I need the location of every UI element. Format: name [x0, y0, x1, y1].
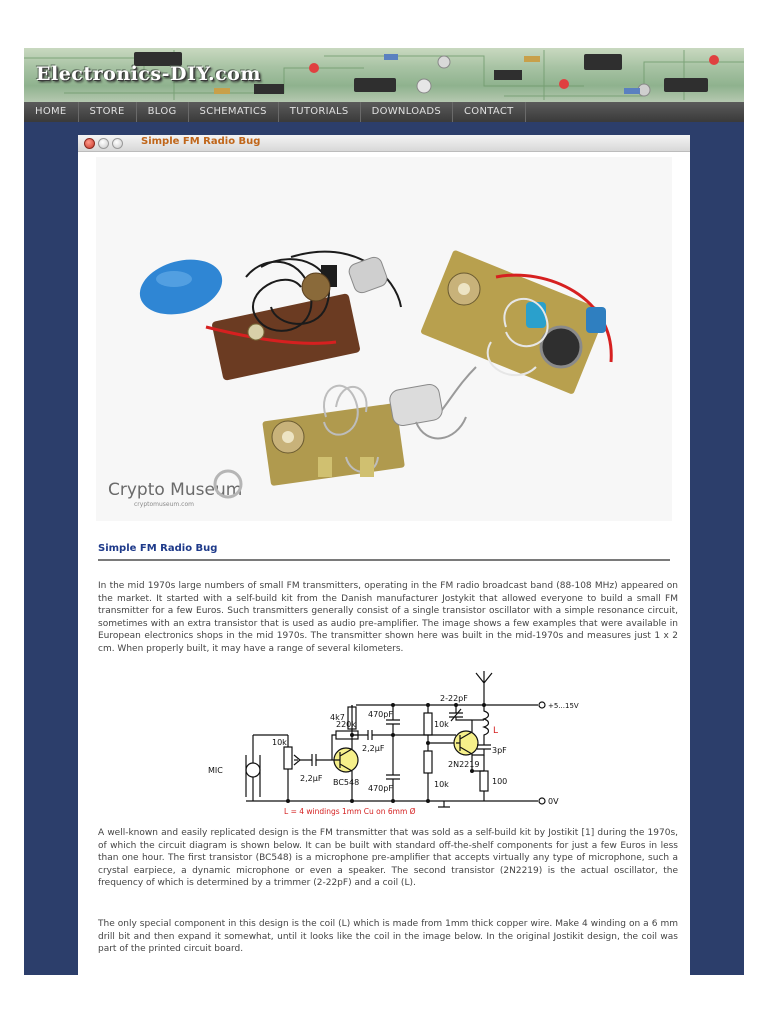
label-10k-bot: 10k	[434, 780, 449, 789]
label-vplus: +5...15V	[548, 702, 579, 710]
label-100: 100	[492, 777, 507, 786]
label-coil: L	[493, 726, 498, 736]
maximize-window-button[interactable]	[112, 138, 123, 149]
site-header: Electronics-DIY.com	[24, 48, 744, 102]
label-bc548: BC548	[333, 778, 359, 787]
page-frame: Electronics-DIY.com HOME STORE BLOG SCHE…	[24, 48, 744, 975]
label-2-2uf-mid: 2,2µF	[362, 744, 385, 753]
label-2-2uf-in: 2,2µF	[300, 774, 323, 783]
nav-store[interactable]: STORE	[79, 102, 137, 122]
pcb-banner-graphic	[24, 50, 744, 100]
heading-divider	[98, 559, 670, 561]
article-paragraph-3: The only special component in this desig…	[98, 919, 678, 955]
nav-contact[interactable]: CONTACT	[453, 102, 526, 122]
label-4k7: 4k7	[330, 713, 345, 722]
label-470pf-top: 470pF	[368, 710, 393, 719]
fm-transmitter-photo: Crypto Museum cryptomuseum.com	[96, 157, 672, 521]
site-logo[interactable]: Electronics-DIY.com	[36, 63, 261, 85]
article-heading: Simple FM Radio Bug	[98, 543, 218, 554]
watermark-logo-icon	[213, 469, 243, 499]
label-470pf-bot: 470pF	[368, 784, 393, 793]
label-3pf: 3pF	[492, 746, 507, 755]
minimize-window-button[interactable]	[98, 138, 109, 149]
content-window: Simple FM Radio Bug	[78, 135, 690, 975]
nav-downloads[interactable]: DOWNLOADS	[361, 102, 454, 122]
label-vzero: 0V	[548, 797, 559, 806]
nav-tutorials[interactable]: TUTORIALS	[279, 102, 361, 122]
label-10k-top: 10k	[434, 720, 449, 729]
close-window-button[interactable]	[84, 138, 95, 149]
photo-watermark-url: cryptomuseum.com	[134, 501, 194, 508]
article-paragraph-2: A well-known and easily replicated desig…	[98, 828, 678, 889]
label-mic: MIC	[208, 766, 223, 775]
main-nav: HOME STORE BLOG SCHEMATICS TUTORIALS DOW…	[24, 102, 744, 122]
article-paragraph-1: In the mid 1970s large numbers of small …	[98, 581, 678, 654]
label-coil-note: L = 4 windings 1mm Cu on 6mm Ø	[284, 807, 416, 816]
label-10k-pot: 10k	[272, 738, 287, 747]
window-title: Simple FM Radio Bug	[141, 136, 261, 147]
photo-watermark: Crypto Museum	[108, 480, 242, 500]
nav-home[interactable]: HOME	[24, 102, 79, 122]
label-220k: 220k	[336, 720, 356, 729]
label-2n2219: 2N2219	[448, 760, 479, 769]
window-titlebar: Simple FM Radio Bug	[78, 135, 690, 152]
circuit-diagram: MIC 10k 2,2µF 220k 4k7 470pF 2,2µF 470pF…	[208, 671, 579, 816]
label-trimmer: 2-22pF	[440, 694, 468, 703]
nav-schematics[interactable]: SCHEMATICS	[189, 102, 279, 122]
nav-blog[interactable]: BLOG	[137, 102, 189, 122]
